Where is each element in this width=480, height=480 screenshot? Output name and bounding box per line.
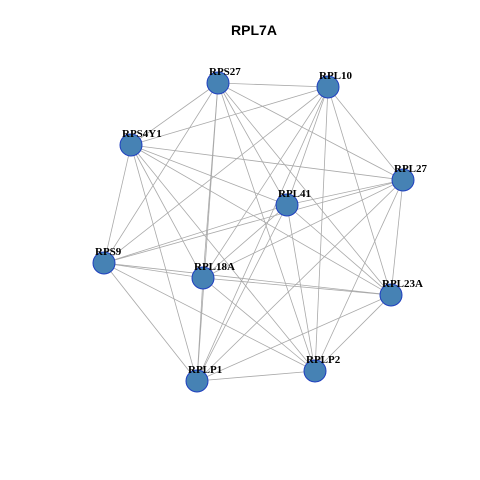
edge-rps4y1-rpl27: [130, 144, 404, 181]
node-layer: [92, 71, 415, 393]
edge-rpl10-rps9: [103, 86, 329, 264]
edge-rps4y1-rps9: [103, 144, 132, 264]
node-label-rps4y1: RPS4Y1: [122, 128, 162, 140]
node-label-rpl41: RPL41: [278, 188, 311, 200]
node-label-rpl10: RPL10: [319, 70, 353, 82]
node-rpl41[interactable]: [275, 193, 299, 217]
edge-rps4y1-rplp1: [130, 144, 198, 382]
edge-rpl18a-rpl23a: [202, 277, 392, 296]
edge-rps9-rpl18a: [103, 262, 204, 279]
edge-rps27-rps4y1: [130, 82, 219, 146]
edge-rps9-rpl23a: [103, 262, 392, 296]
edge-rps4y1-rpl23a: [130, 144, 392, 296]
edge-rpl27-rps9: [103, 179, 404, 264]
edge-rpl23a-rplp2: [314, 294, 392, 372]
edge-rpl23a-rplp1: [196, 294, 392, 382]
edge-rpl27-rpl41: [286, 179, 404, 206]
edge-rps27-rplp2: [217, 82, 316, 372]
edge-rpl10-rpl41: [286, 86, 329, 206]
edge-rpl10-rplp1: [196, 86, 329, 382]
diagram-title: RPL7A: [231, 22, 277, 38]
edge-rps27-rpl27: [217, 82, 404, 181]
edge-rps4y1-rpl18a: [130, 144, 204, 279]
edge-rpl18a-rplp2: [202, 277, 316, 372]
node-label-rps27: RPS27: [209, 66, 241, 78]
edge-rps27-rplp1: [196, 82, 219, 382]
node-label-rplp2: RPLP2: [306, 354, 341, 366]
edge-rpl41-rplp2: [286, 204, 316, 372]
node-label-rplp1: RPLP1: [188, 364, 222, 376]
node-rps9[interactable]: [92, 251, 116, 275]
edge-rps27-rps9: [103, 82, 219, 264]
edge-rpl41-rps9: [103, 204, 288, 264]
node-label-rpl18a: RPL18A: [194, 261, 235, 273]
edge-rpl27-rpl18a: [202, 179, 404, 279]
edge-rpl10-rpl18a: [202, 86, 329, 279]
edge-rplp1-rplp2: [196, 370, 316, 382]
edge-rps27-rpl41: [217, 82, 288, 206]
edge-rpl41-rpl18a: [202, 204, 288, 279]
edge-rps9-rplp1: [103, 262, 198, 382]
edge-rps27-rpl10: [217, 82, 329, 88]
node-label-rpl27: RPL27: [394, 163, 428, 175]
edge-rpl18a-rplp1: [196, 277, 204, 382]
edge-rpl41-rpl23a: [286, 204, 392, 296]
node-rpl18a[interactable]: [191, 266, 215, 290]
node-rpl23a[interactable]: [379, 283, 403, 307]
edge-rps4y1-rpl41: [130, 144, 288, 206]
edge-rpl10-rpl27: [327, 86, 404, 181]
node-label-rps9: RPS9: [95, 246, 122, 258]
edge-rpl27-rpl23a: [390, 179, 404, 296]
node-rpl10[interactable]: [316, 75, 340, 99]
node-rpl27[interactable]: [391, 168, 415, 192]
node-rplp1[interactable]: [185, 369, 209, 393]
edge-rps4y1-rplp2: [130, 144, 316, 372]
edge-rpl10-rpl23a: [327, 86, 392, 296]
edge-rpl41-rplp1: [196, 204, 288, 382]
node-rps4y1[interactable]: [119, 133, 143, 157]
edge-rpl27-rplp2: [314, 179, 404, 372]
node-rplp2[interactable]: [303, 359, 327, 383]
edge-layer: [103, 82, 404, 382]
node-rps27[interactable]: [206, 71, 230, 95]
edge-rps9-rplp2: [103, 262, 316, 372]
edge-rps27-rpl23a: [217, 82, 392, 296]
node-label-rpl23a: RPL23A: [382, 278, 423, 290]
edge-rpl10-rps4y1: [130, 86, 329, 146]
edge-rpl10-rplp2: [314, 86, 329, 372]
